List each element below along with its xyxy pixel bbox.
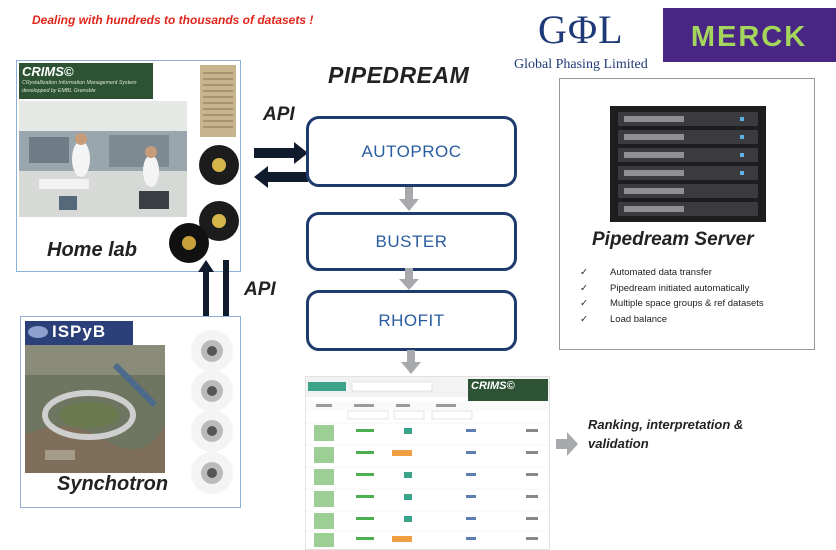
global-phasing-logo: GΦL Global Phasing Limited (512, 6, 658, 74)
server-feature-item: ✓Multiple space groups & ref datasets (580, 296, 764, 312)
synchrotron-aerial-photo (25, 345, 165, 473)
stage-autoproc: AUTOPROC (306, 116, 517, 187)
ranking-caption-line2: validation (588, 436, 649, 451)
synchrotron-panel: ISPyB Synchotron (20, 316, 241, 508)
crims-line1: CRystallization Information Management S… (22, 80, 137, 86)
check-icon: ✓ (580, 313, 588, 325)
lab-photo (19, 101, 187, 217)
stage-rhofit: RHOFIT (306, 290, 517, 351)
check-icon: ✓ (580, 282, 588, 294)
server-feature-list: ✓Automated data transfer ✓Pipedream init… (580, 265, 764, 327)
crims-line2: developped by EMBL Grenoble (22, 88, 96, 94)
server-feature-item: ✓Load balance (580, 312, 764, 328)
results-crims-logo: CRIMS© (468, 379, 548, 401)
gpl-mark: GΦL (538, 7, 624, 52)
plate-rack-photo (200, 65, 236, 137)
headline: Dealing with hundreds to thousands of da… (32, 13, 314, 27)
crims-logo: CRIMS© CRystallization Information Manag… (19, 63, 153, 99)
stage-buster: BUSTER (306, 212, 517, 271)
api-label-top: API (263, 104, 295, 125)
arrow-down-icon (399, 268, 419, 290)
merck-logo-text: MERCK (691, 21, 807, 53)
home-lab-label: Home lab (47, 239, 138, 261)
results-table-screenshot: CRIMS© (305, 376, 550, 550)
ispyb-title: ISPyB (52, 322, 107, 341)
diffraction-images (191, 330, 233, 494)
server-feature-item: ✓Automated data transfer (580, 265, 764, 281)
results-table-graphic (306, 377, 549, 547)
server-panel: Pipedream Server (559, 78, 815, 350)
eye-icon (28, 326, 48, 338)
ispyb-logo: ISPyB (25, 321, 133, 345)
gpl-text: Global Phasing Limited (514, 57, 648, 72)
server-rack-photo (610, 106, 766, 222)
pipedream-title: PIPEDREAM (328, 62, 470, 88)
api-arrows-vertical (198, 260, 234, 328)
api-arrows-horizontal (254, 142, 308, 188)
server-title: Pipedream Server (592, 229, 754, 250)
check-icon: ✓ (580, 298, 588, 309)
arrow-down-icon (401, 350, 421, 374)
server-feature-item: ✓Pipedream initiated automatically (580, 281, 764, 297)
ranking-caption: Ranking, interpretation & validation (588, 415, 788, 453)
synchrotron-label: Synchotron (57, 473, 169, 495)
api-label-bottom: API (244, 279, 276, 300)
home-lab-panel: CRIMS© CRystallization Information Manag… (16, 60, 241, 272)
ranking-caption-line1: Ranking, interpretation & (588, 417, 744, 432)
crims-title: CRIMS© (22, 64, 74, 79)
sample-pucks-photo (169, 145, 239, 263)
arrow-down-icon (399, 187, 419, 211)
arrow-right-icon (556, 432, 578, 456)
merck-logo: MERCK (663, 8, 836, 62)
check-icon: ✓ (580, 267, 588, 278)
results-crims-title: CRIMS© (471, 380, 515, 392)
